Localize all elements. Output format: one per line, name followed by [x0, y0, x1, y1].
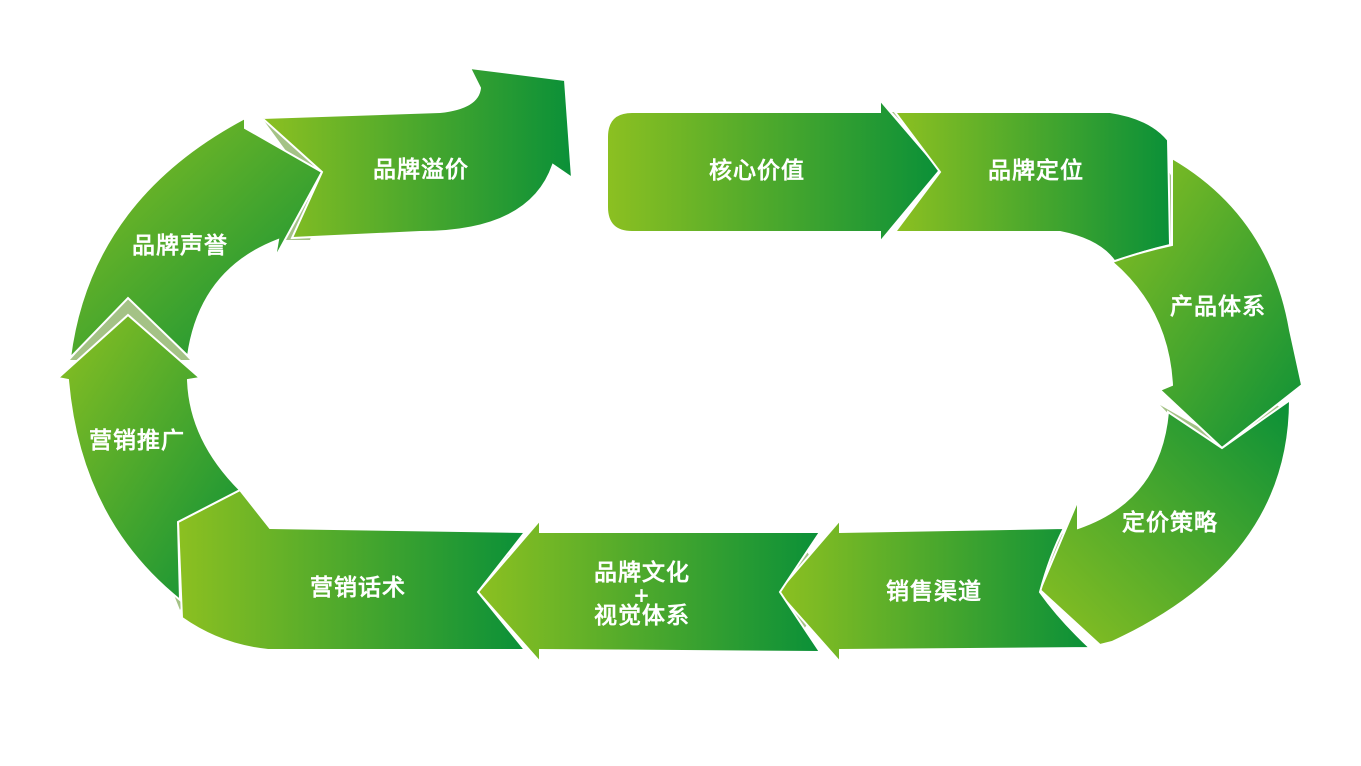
label-core-value: 核心价值	[709, 158, 805, 184]
label-brand-reputation: 品牌声誉	[132, 233, 228, 259]
arrow-product-system	[1110, 156, 1304, 450]
arrow-brand-culture	[476, 517, 822, 665]
arrow-brand-reputation	[68, 116, 324, 361]
label-brand-culture-top: 品牌文化	[594, 560, 690, 586]
label-sales-channels: 销售渠道	[886, 579, 982, 605]
label-brand-culture: 品牌文化 + 视觉体系	[594, 560, 690, 630]
arrow-brand-premium	[259, 66, 574, 240]
arrow-marketing-promotion	[55, 313, 242, 603]
arrow-marketing-script	[176, 488, 528, 651]
label-brand-positioning: 品牌定位	[988, 158, 1084, 184]
label-marketing-promotion: 营销推广	[89, 428, 185, 454]
label-marketing-script: 营销话术	[310, 575, 406, 601]
arrow-pricing-strategy	[1038, 398, 1292, 647]
arrow-core-value	[606, 97, 942, 245]
label-product-system: 产品体系	[1170, 294, 1266, 320]
label-brand-premium: 品牌溢价	[373, 157, 469, 183]
label-brand-culture-plus: +	[633, 583, 651, 607]
label-pricing-strategy: 定价策略	[1122, 510, 1218, 536]
label-brand-culture-bottom: 视觉体系	[594, 603, 690, 629]
arrow-brand-positioning	[893, 111, 1172, 264]
arrow-sales-channels	[776, 517, 1093, 665]
